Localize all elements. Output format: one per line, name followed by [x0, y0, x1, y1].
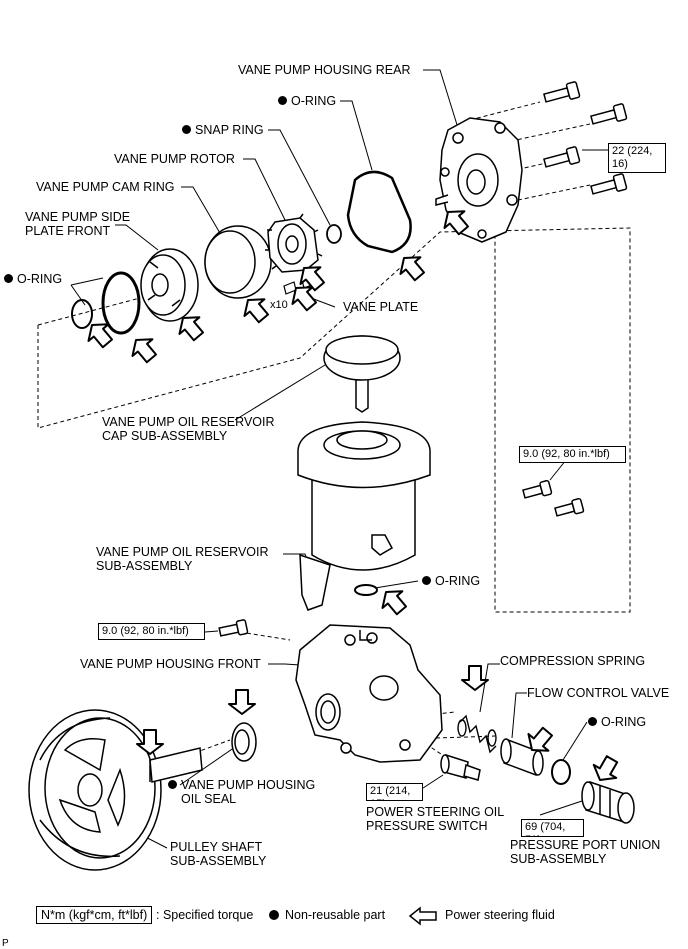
nonreusable-dot-icon	[422, 576, 431, 585]
legend-nonreusable-text: Non-reusable part	[285, 908, 386, 922]
label-o-ring-reservoir: O-RING	[422, 574, 480, 588]
label-pressure-switch: POWER STEERING OIL PRESSURE SWITCH	[366, 805, 505, 833]
nonreusable-dot-icon	[588, 717, 597, 726]
label-reservoir-sub: VANE PUMP OIL RESERVOIR SUB-ASSEMBLY	[96, 545, 269, 573]
label-flow-control-valve: FLOW CONTROL VALVE	[527, 686, 670, 700]
label-o-ring-valve-text: O-RING	[601, 715, 647, 729]
nonreusable-legend-dot	[269, 910, 279, 920]
torque-rear-bolts: 22 (224, 16)	[608, 143, 666, 173]
torque-reservoir-bolt-left: 9.0 (92, 80 in.*lbf)	[98, 623, 205, 640]
pulley-shaft-part	[28, 709, 203, 871]
nonreusable-dot-icon	[168, 780, 177, 789]
torque-pressure-switch: 21 (214, 15)	[366, 783, 423, 801]
leader-lines	[70, 69, 608, 849]
rear-bolts-part	[543, 81, 628, 195]
label-vane-pump-housing-front: VANE PUMP HOUSING FRONT	[80, 657, 261, 671]
legend-torque-text: : Specified torque	[156, 908, 254, 922]
oil-seal-part	[231, 722, 257, 762]
label-o-ring-left: O-RING	[4, 272, 62, 286]
o-ring-left-part	[71, 299, 93, 329]
pressure-port-union-part	[581, 780, 635, 824]
nonreusable-dot-icon	[182, 125, 191, 134]
legend-torque-box: N*m (kgf*cm, ft*lbf)	[36, 906, 153, 924]
label-housing-oil-seal: VANE PUMP HOUSING OIL SEAL	[168, 778, 315, 806]
label-o-ring-left-text: O-RING	[17, 272, 63, 286]
label-vane-pump-housing-rear: VANE PUMP HOUSING REAR	[238, 63, 411, 77]
label-vane-pump-rotor: VANE PUMP ROTOR	[114, 152, 235, 166]
label-o-ring-valve: O-RING	[588, 715, 646, 729]
label-side-plate-front: VANE PUMP SIDE PLATE FRONT	[25, 210, 131, 238]
cam-ring-part	[204, 225, 272, 299]
label-o-ring-reservoir-text: O-RING	[435, 574, 481, 588]
nonreusable-dot-icon	[4, 274, 13, 283]
o-ring-top-part	[346, 170, 412, 254]
snap-ring-part	[326, 224, 342, 244]
label-vane-plate-qty: x10	[270, 299, 288, 311]
corner-mark: P	[2, 938, 9, 949]
nonreusable-dot-icon	[278, 96, 287, 105]
label-reservoir-cap: VANE PUMP OIL RESERVOIR CAP SUB-ASSEMBLY	[102, 415, 275, 443]
torque-reservoir-bolts-top: 9.0 (92, 80 in.*lbf)	[519, 446, 626, 463]
reservoir-part	[297, 421, 431, 611]
label-pressure-port-union: PRESSURE PORT UNION SUB-ASSEMBLY	[510, 838, 661, 866]
housing-front-part	[295, 624, 443, 763]
label-snap-ring: SNAP RING	[182, 123, 264, 137]
o-ring-valve-part	[551, 759, 571, 785]
label-compression-spring: COMPRESSION SPRING	[500, 654, 646, 668]
label-vane-plate: VANE PLATE	[343, 300, 419, 314]
side-plate-front-part	[140, 248, 199, 322]
label-housing-oil-seal-text: VANE PUMP HOUSING OIL SEAL	[181, 778, 316, 806]
label-o-ring-top: O-RING	[278, 94, 336, 108]
rotor-part	[265, 213, 323, 273]
label-vane-pump-cam-ring: VANE PUMP CAM RING	[36, 180, 175, 194]
reservoir-cap-part	[323, 335, 401, 413]
fluid-legend-arrow	[408, 906, 437, 926]
pressure-switch-part	[440, 754, 481, 781]
legend-fluid-text: Power steering fluid	[445, 908, 555, 922]
o-ring-large-part	[101, 271, 141, 335]
label-pulley-shaft: PULLEY SHAFT SUB-ASSEMBLY	[170, 840, 267, 868]
torque-pressure-port-union: 69 (704, 51)	[521, 819, 584, 837]
compression-spring-part	[457, 714, 497, 754]
label-snap-ring-text: SNAP RING	[195, 123, 264, 137]
label-o-ring-top-text: O-RING	[291, 94, 337, 108]
o-ring-reservoir-part	[354, 584, 378, 596]
reservoir-bolts-part	[218, 479, 585, 637]
